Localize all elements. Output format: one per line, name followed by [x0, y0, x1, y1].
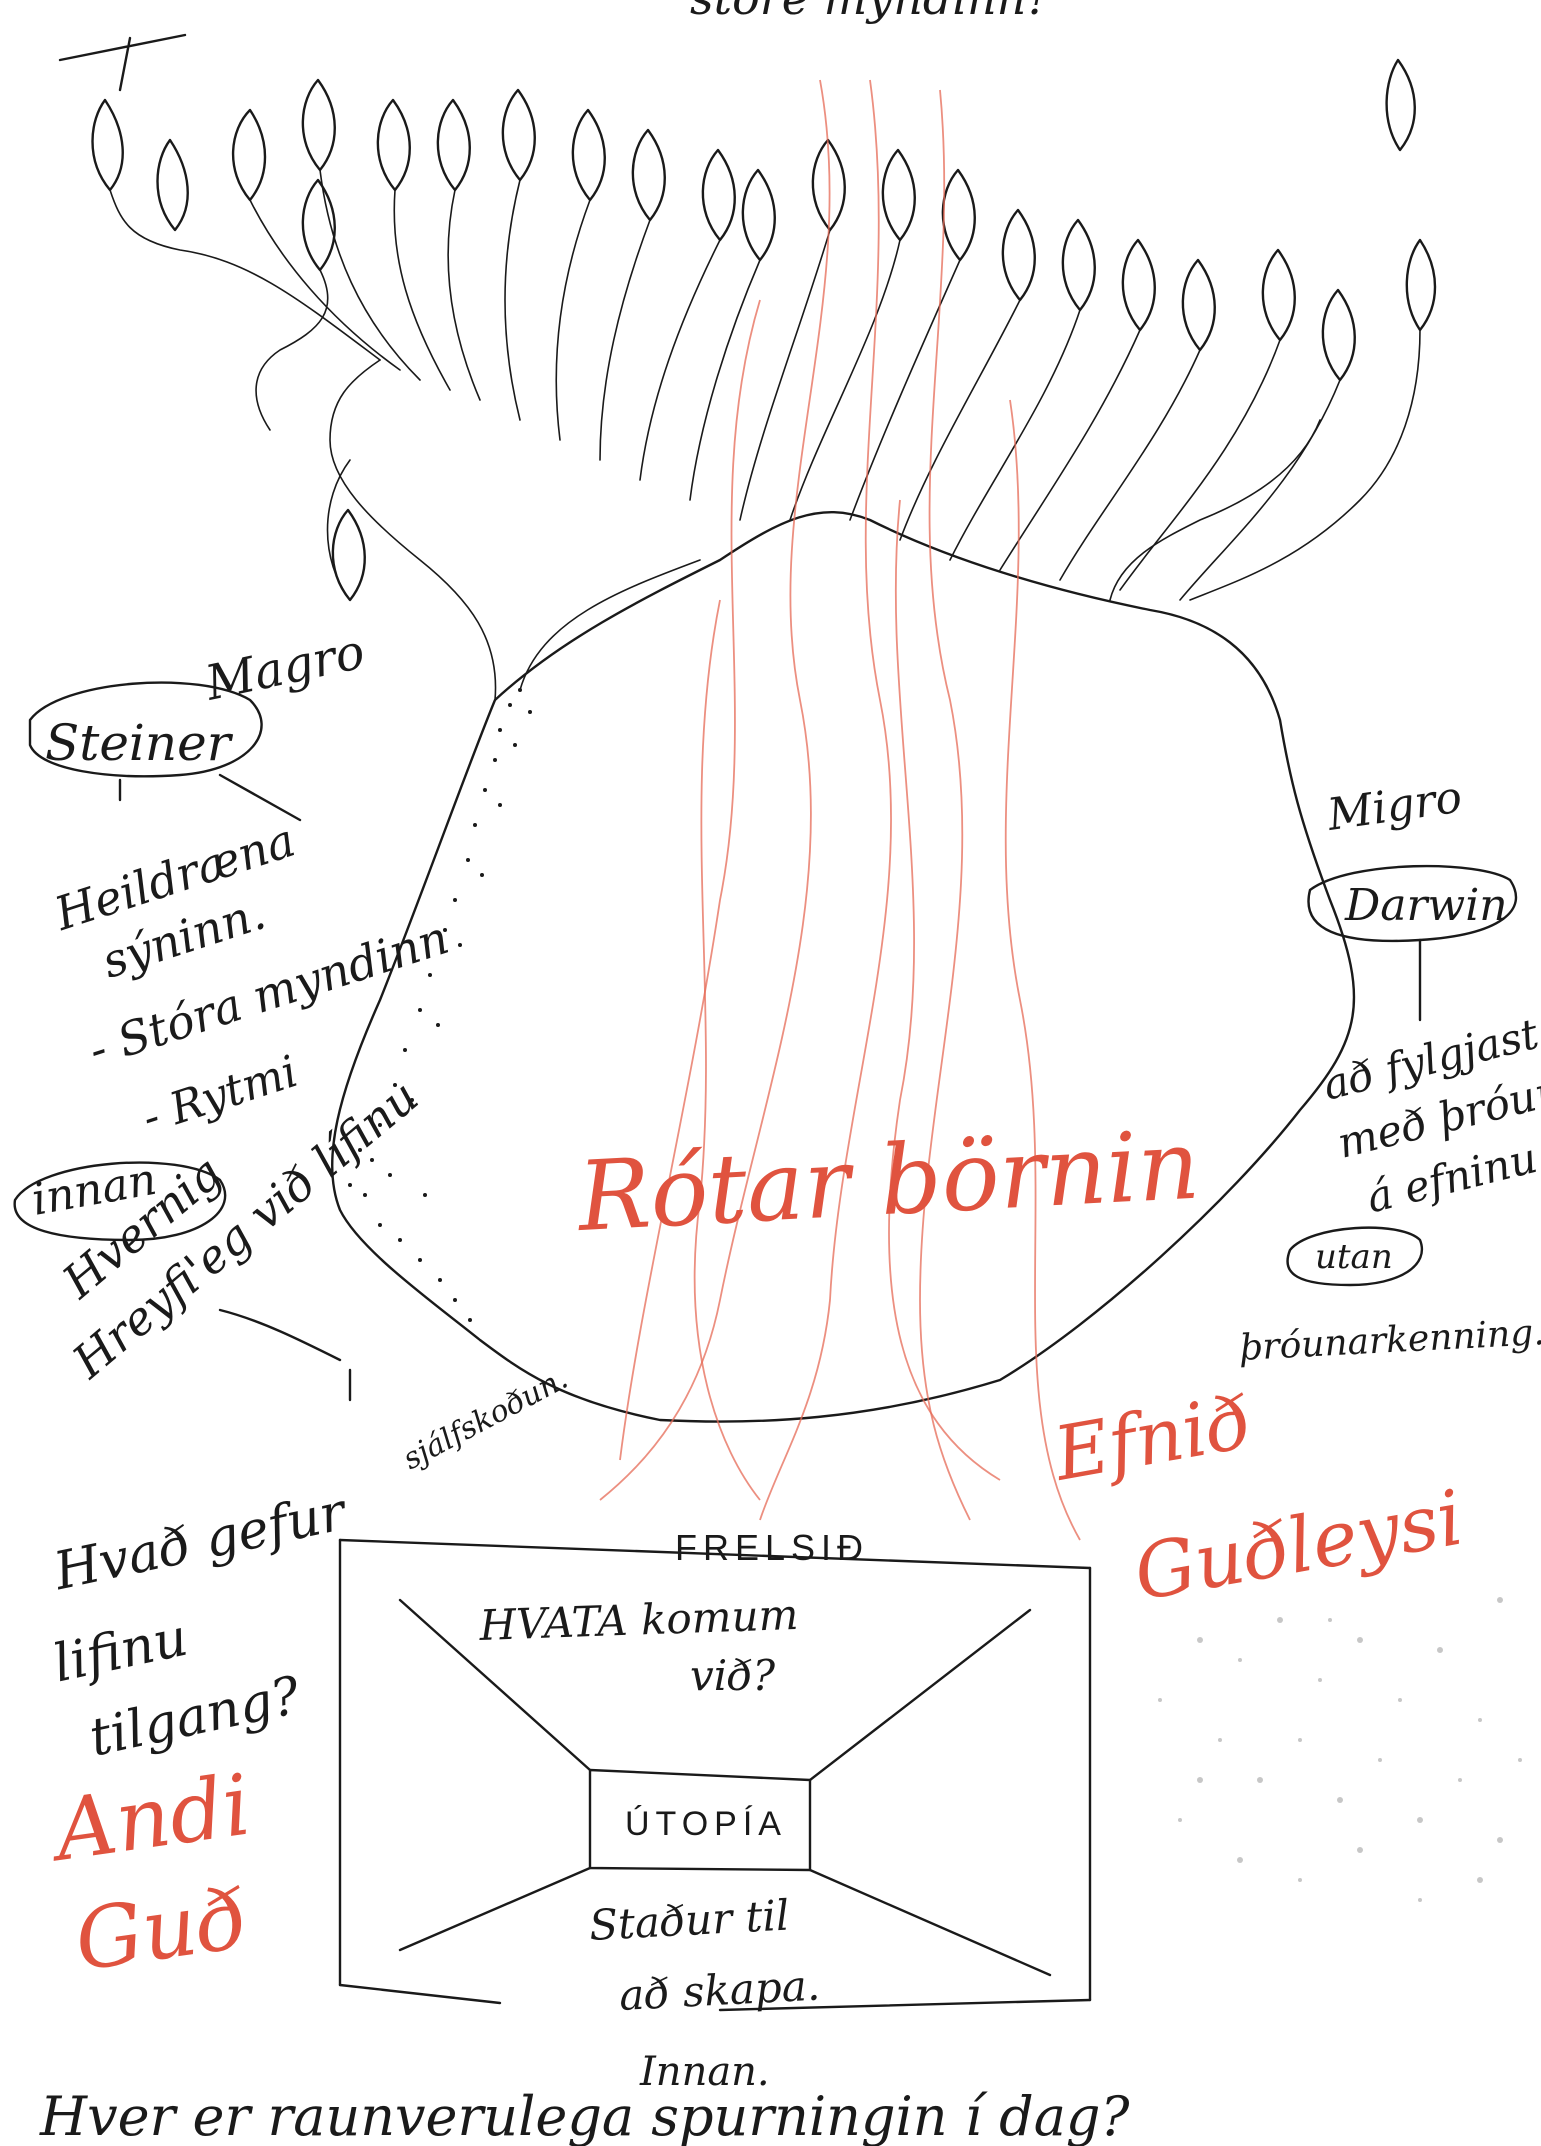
branch — [1110, 420, 1320, 600]
red-roots — [600, 80, 1080, 1540]
frelsid-label: FRELSIÐ — [675, 1527, 869, 1568]
stadur-line2: að skapa. — [618, 1961, 821, 2020]
efnid-label: Efnið — [1046, 1379, 1257, 1498]
note-line: - Rytmi — [136, 1046, 303, 1144]
tree-shading — [348, 688, 532, 1322]
top-partial-text: store myndinn? — [690, 0, 1051, 25]
migro-label: Migro — [1323, 772, 1465, 841]
branch — [256, 270, 328, 430]
gefur-line: lifinu — [48, 1608, 192, 1695]
steiner-label: Steiner — [45, 714, 234, 772]
branch — [1190, 330, 1420, 600]
gefur-notes: Hvað gefur lifinu tilgang? — [30, 1482, 389, 1773]
utopia-label: ÚTOPÍA — [625, 1805, 787, 1843]
stadur-line1: Staður til — [588, 1891, 790, 1950]
hvata-line1: HVATA komum — [478, 1590, 799, 1650]
gudleysi-label: Guðleysi — [1128, 1473, 1469, 1618]
branch — [520, 560, 700, 690]
darwin-notes: að fylgjast með þróun á efninu — [1318, 1007, 1541, 1227]
smudge-texture — [1158, 1597, 1522, 1902]
leaf-icon — [93, 60, 1436, 600]
bottom-question: Hver er raunverulega spurningin í dag? — [39, 2085, 1130, 2146]
rotar-bornin-label: Rótar börnin — [573, 1109, 1202, 1253]
gud-label: Guð — [69, 1869, 253, 1990]
tree-body — [332, 512, 1354, 1421]
throunarkenning-label: þróunarkenning. — [1238, 1312, 1541, 1369]
utan-label: utan — [1315, 1237, 1393, 1277]
hvata-line2: við? — [690, 1651, 775, 1700]
darwin-label: Darwin — [1344, 880, 1508, 931]
andi-label: Andi — [42, 1756, 256, 1881]
gefur-line: Hvað gefur — [48, 1482, 353, 1603]
sjalfskodun-label: sjálfskoðun. — [397, 1361, 573, 1477]
steiner-connector — [120, 775, 300, 820]
question-connector — [220, 1310, 350, 1400]
magro-label: Magro — [200, 624, 369, 712]
corner-stroke — [60, 35, 185, 90]
